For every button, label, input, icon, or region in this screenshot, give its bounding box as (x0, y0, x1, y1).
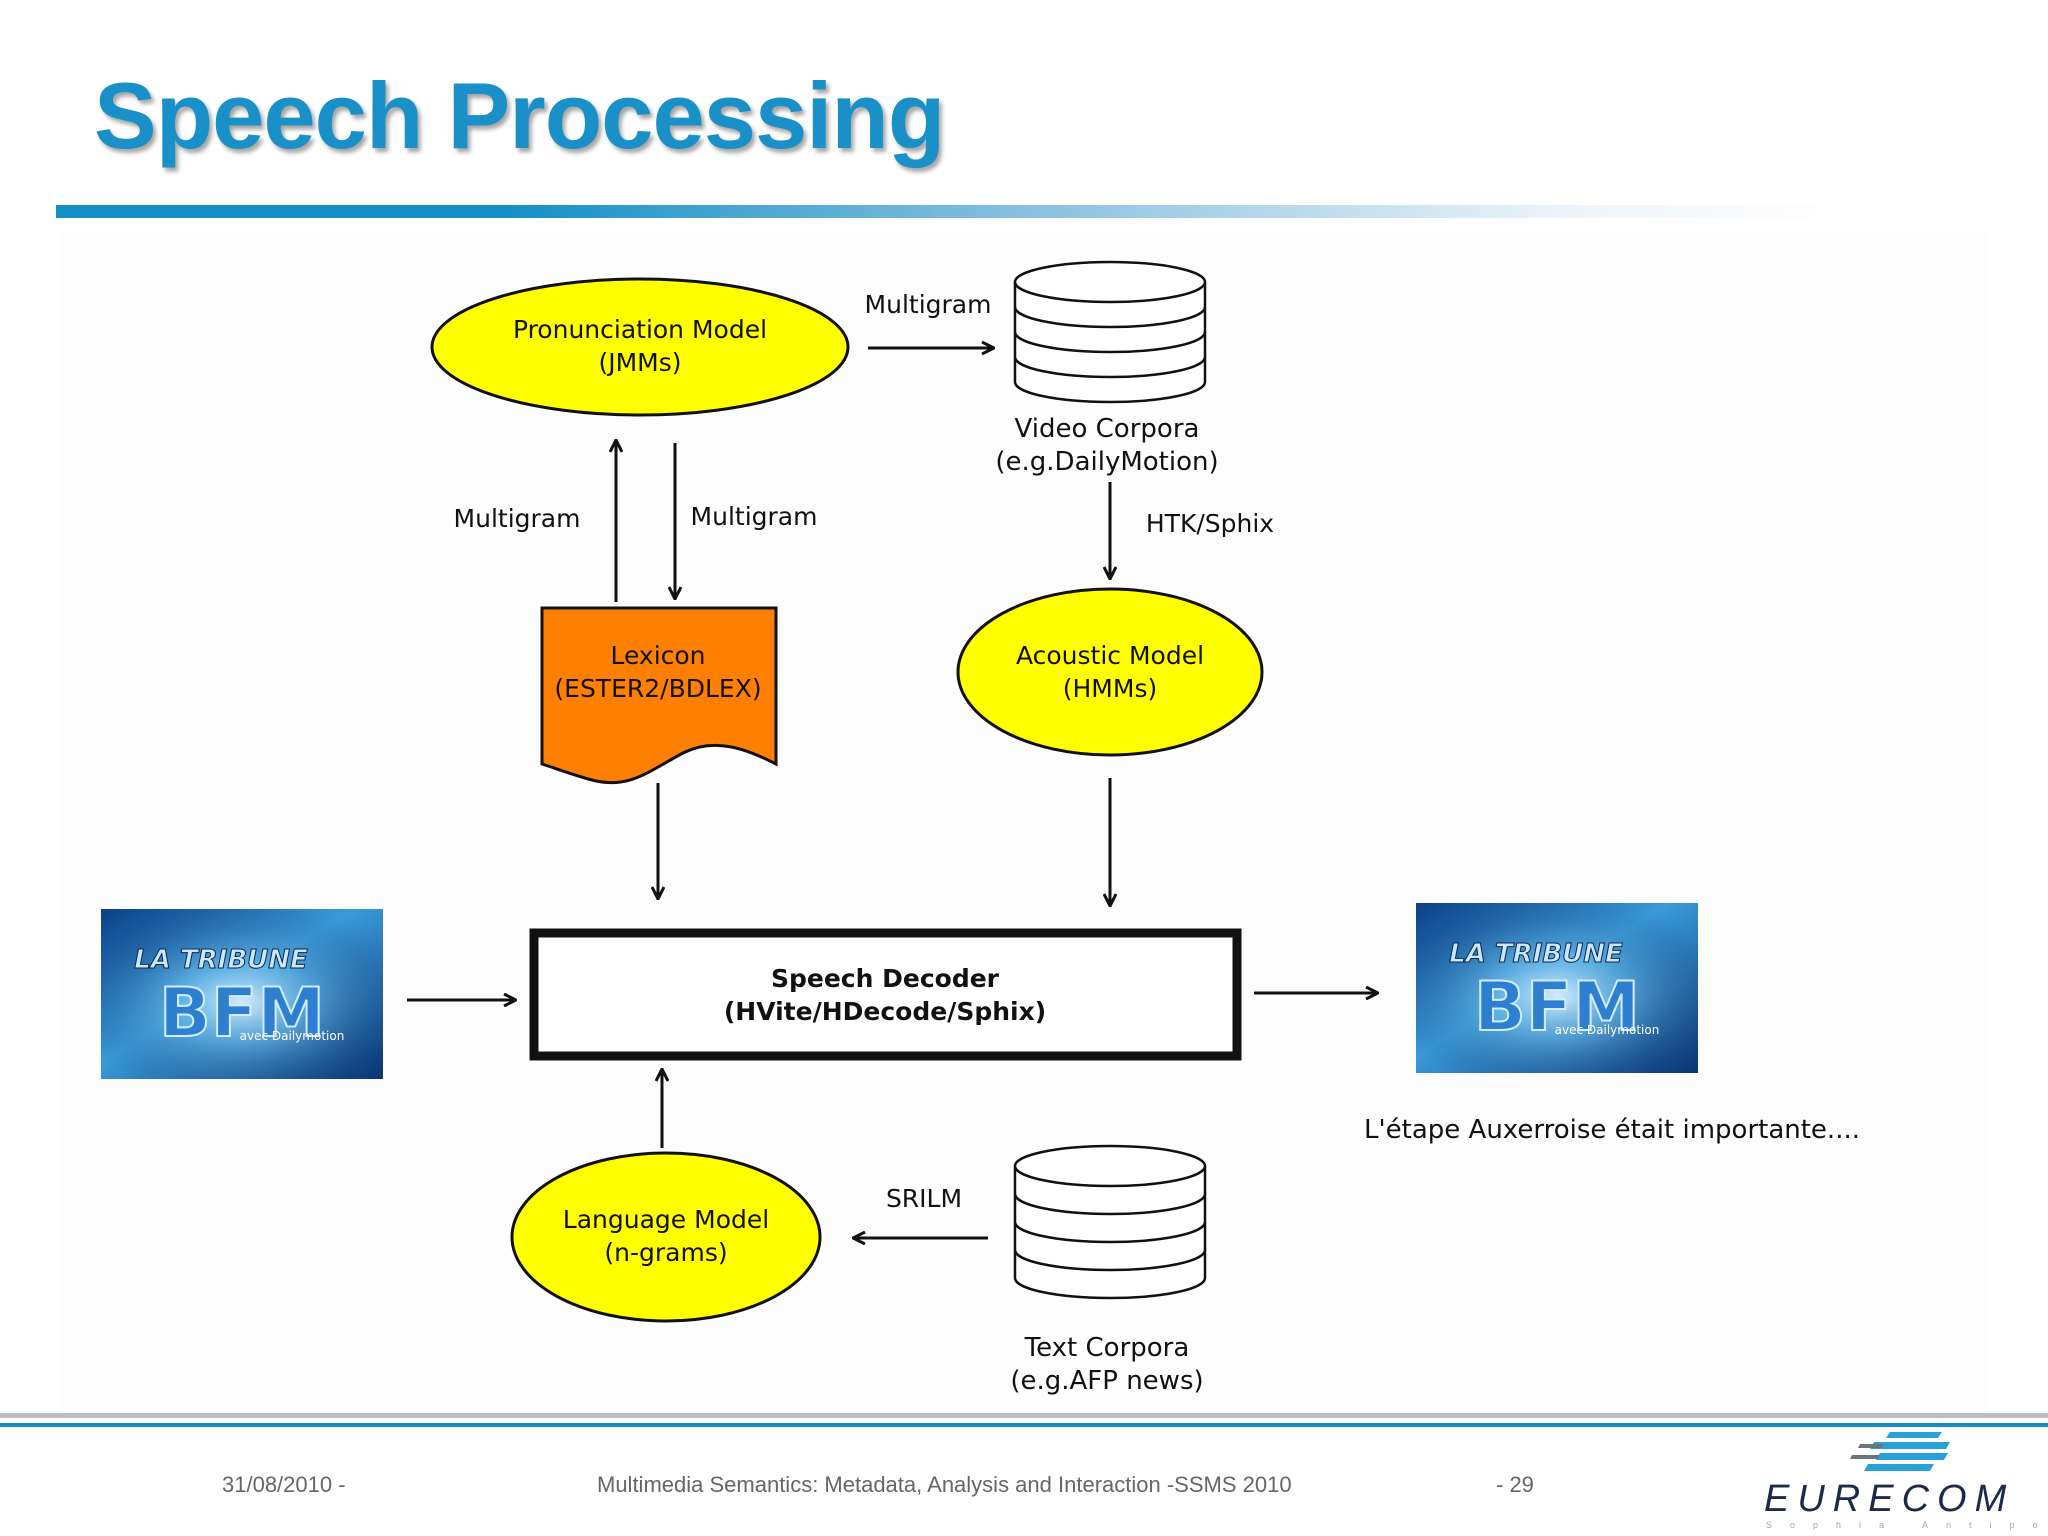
footer-page-number: - 29 (1496, 1472, 1534, 1497)
acoustic-model-ellipse (956, 587, 1264, 757)
language-model-node: Language Model (n-grams) (510, 1151, 822, 1323)
edge-label-pron-to-video: Multigram (865, 290, 992, 319)
video-corpora-node: Video Corpora (e.g.DailyMotion) (995, 260, 1219, 477)
acoustic-model-label: Acoustic Model (1016, 641, 1204, 670)
pronunciation-model-sublabel: (JMMs) (598, 348, 681, 377)
edge-label-text-to-language: SRILM (886, 1184, 962, 1213)
speech-decoder-box (529, 928, 1242, 1061)
footer-divider (0, 1413, 2048, 1418)
text-corpora-node: Text Corpora (e.g.AFP news) (1010, 1144, 1207, 1396)
footer-accent-line (0, 1423, 2048, 1427)
database-icon (1013, 260, 1207, 404)
lexicon-label: Lexicon (610, 641, 705, 670)
language-model-sublabel: (n-grams) (604, 1238, 727, 1267)
output-video-caption: avec Dailymotion (1555, 1023, 1660, 1037)
output-video-title: LA TRIBUNE (1449, 939, 1623, 969)
input-video-logo: BFM (159, 974, 325, 1053)
footer-date: 31/08/2010 - (222, 1472, 346, 1497)
speech-decoder-label: Speech Decoder (771, 964, 1000, 993)
video-corpora-label: Video Corpora (1015, 414, 1200, 444)
eurecom-logo-subtitle: Sophia Antipolis (1766, 1520, 2048, 1530)
output-video-logo: BFM (1474, 968, 1640, 1047)
eurecom-logo-wordmark: EURECOM (1764, 1478, 2015, 1520)
output-transcript: L'étape Auxerroise était importante.... (1364, 1115, 1860, 1145)
acoustic-model-sublabel: (HMMs) (1063, 674, 1157, 703)
lexicon-sublabel: (ESTER2/BDLEX) (554, 674, 761, 703)
pronunciation-model-ellipse (430, 277, 850, 417)
speech-decoder-sublabel: (HVite/HDecode/Sphix) (724, 997, 1046, 1026)
title-underline (56, 205, 1856, 218)
document-icon (540, 606, 778, 785)
lexicon-node: Lexicon (ESTER2/BDLEX) (540, 606, 778, 785)
text-corpora-label: Text Corpora (1024, 1333, 1190, 1363)
pronunciation-model-label: Pronunciation Model (513, 315, 767, 344)
edge-label-pron-to-lexicon: Multigram (691, 502, 818, 531)
pronunciation-model-node: Pronunciation Model (JMMs) (430, 277, 850, 417)
text-corpora-sublabel: (e.g.AFP news) (1010, 1366, 1203, 1396)
eurecom-logo-icon (1850, 1432, 1950, 1471)
database-icon (1013, 1144, 1207, 1300)
edge-label-video-to-acoustic: HTK/Sphix (1146, 509, 1274, 538)
language-model-label: Language Model (563, 1205, 769, 1234)
language-model-ellipse (510, 1151, 822, 1323)
input-video-thumbnail: LA TRIBUNE BFM avec Dailymotion (101, 909, 383, 1079)
acoustic-model-node: Acoustic Model (HMMs) (956, 587, 1264, 757)
video-corpora-sublabel: (e.g.DailyMotion) (995, 447, 1218, 477)
output-video-thumbnail: LA TRIBUNE BFM avec Dailymotion (1416, 903, 1698, 1073)
input-video-title: LA TRIBUNE (134, 945, 308, 975)
input-video-caption: avec Dailymotion (240, 1029, 345, 1043)
slide-title: Speech Processing (94, 63, 945, 168)
edge-label-lexicon-to-pron: Multigram (454, 504, 581, 533)
footer-event: Multimedia Semantics: Metadata, Analysis… (597, 1472, 1292, 1497)
speech-decoder-node: Speech Decoder (HVite/HDecode/Sphix) (529, 928, 1242, 1061)
